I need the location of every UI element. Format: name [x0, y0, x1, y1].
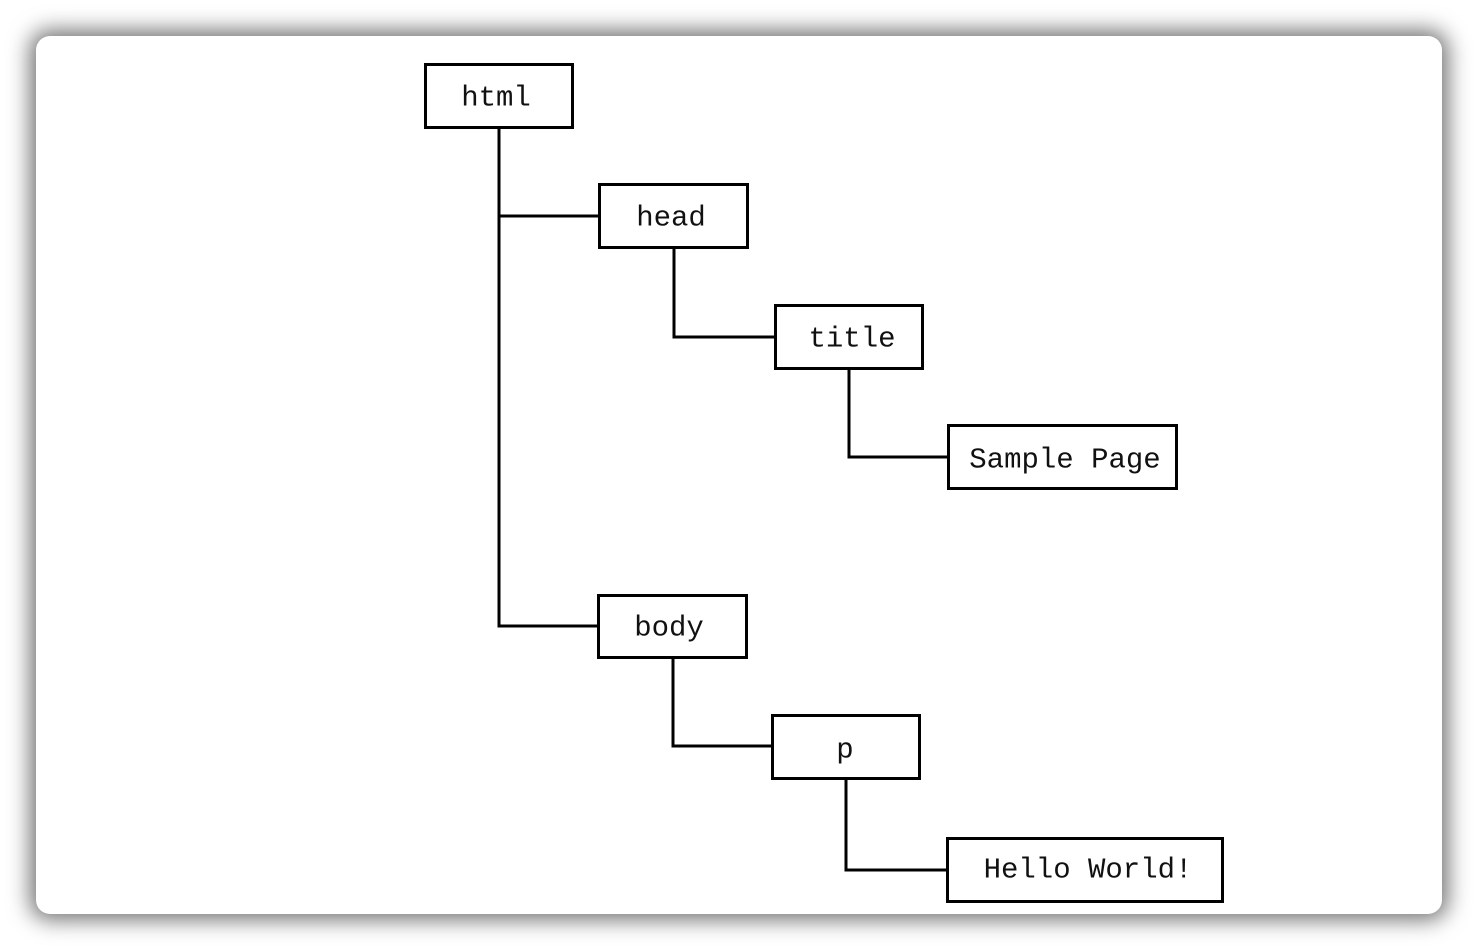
diagram-card — [36, 36, 1442, 914]
edge-body-p — [671, 657, 772, 748]
node-sample-page: Sample Page — [947, 424, 1178, 490]
node-label: html — [461, 82, 531, 115]
node-label: Hello World! — [984, 854, 1193, 887]
node-head: head — [598, 183, 749, 249]
node-html: html — [424, 63, 574, 129]
edge-html-body — [497, 216, 599, 628]
node-label: title — [808, 323, 895, 356]
node-hello-world: Hello World! — [946, 837, 1224, 903]
node-label: head — [636, 202, 706, 235]
node-label: p — [836, 734, 853, 767]
node-label: body — [634, 612, 704, 645]
edge-head-title — [672, 248, 776, 339]
edge-title-sample-page — [847, 368, 949, 459]
node-p: p — [771, 714, 921, 780]
edge-p-hello-world — [844, 778, 948, 872]
node-label: Sample Page — [969, 444, 1160, 477]
node-title: title — [774, 304, 924, 370]
node-body: body — [597, 594, 748, 659]
edge-html-head — [497, 128, 600, 218]
